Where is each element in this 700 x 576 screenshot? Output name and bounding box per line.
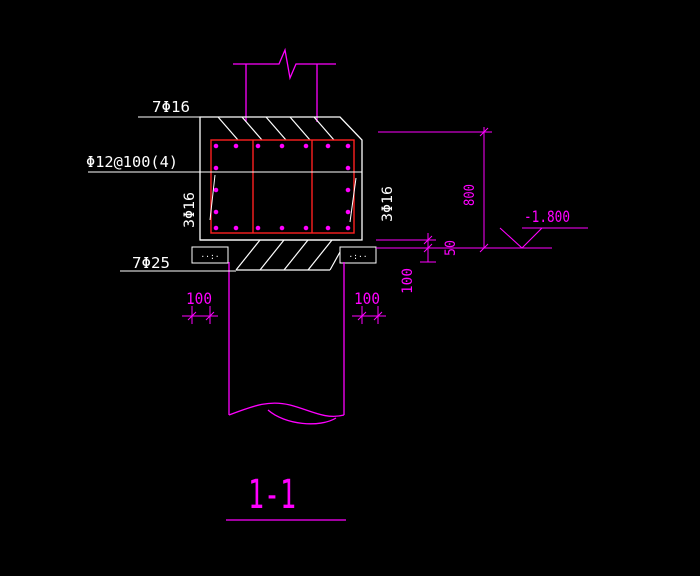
- top-hatch: [217, 116, 335, 141]
- section-title: 1-1: [248, 472, 296, 518]
- dim-100-vertical-text: 100: [400, 268, 416, 294]
- label-stirrups: Φ12@100(4): [86, 153, 178, 171]
- label-top-bars: 7Φ16: [152, 98, 190, 116]
- bottom-hatch: [200, 239, 341, 271]
- rebar-dots: [213, 143, 351, 231]
- dim-800-text: 800: [462, 184, 478, 206]
- dim-100-left-text: 100: [186, 289, 212, 308]
- dim-small: [376, 233, 552, 263]
- label-side-bars-right: 3Φ16: [380, 186, 396, 222]
- label-bottom-bars: 7Φ25: [132, 254, 170, 272]
- svg-text:·:··: ·:··: [348, 252, 367, 261]
- dim-100-left: [182, 306, 218, 324]
- pad-right: ·:··: [339, 246, 377, 264]
- dim-100-right: [352, 306, 386, 324]
- dim-100-right-text: 100: [354, 289, 380, 308]
- pad-left: ··:·: [191, 246, 229, 264]
- label-side-bars-left: 3Φ16: [182, 192, 198, 228]
- svg-text:··:·: ··:·: [200, 252, 219, 261]
- dim-50-text: 50: [443, 240, 459, 256]
- elevation-marker: [499, 227, 588, 249]
- lower-pile: [228, 262, 345, 425]
- beam-outline: [199, 116, 363, 241]
- stirrup-cage: [210, 139, 355, 234]
- elevation-text: -1.800: [524, 207, 570, 226]
- leaders: [88, 116, 362, 272]
- upper-column: [233, 47, 336, 122]
- right-leader: [349, 177, 357, 223]
